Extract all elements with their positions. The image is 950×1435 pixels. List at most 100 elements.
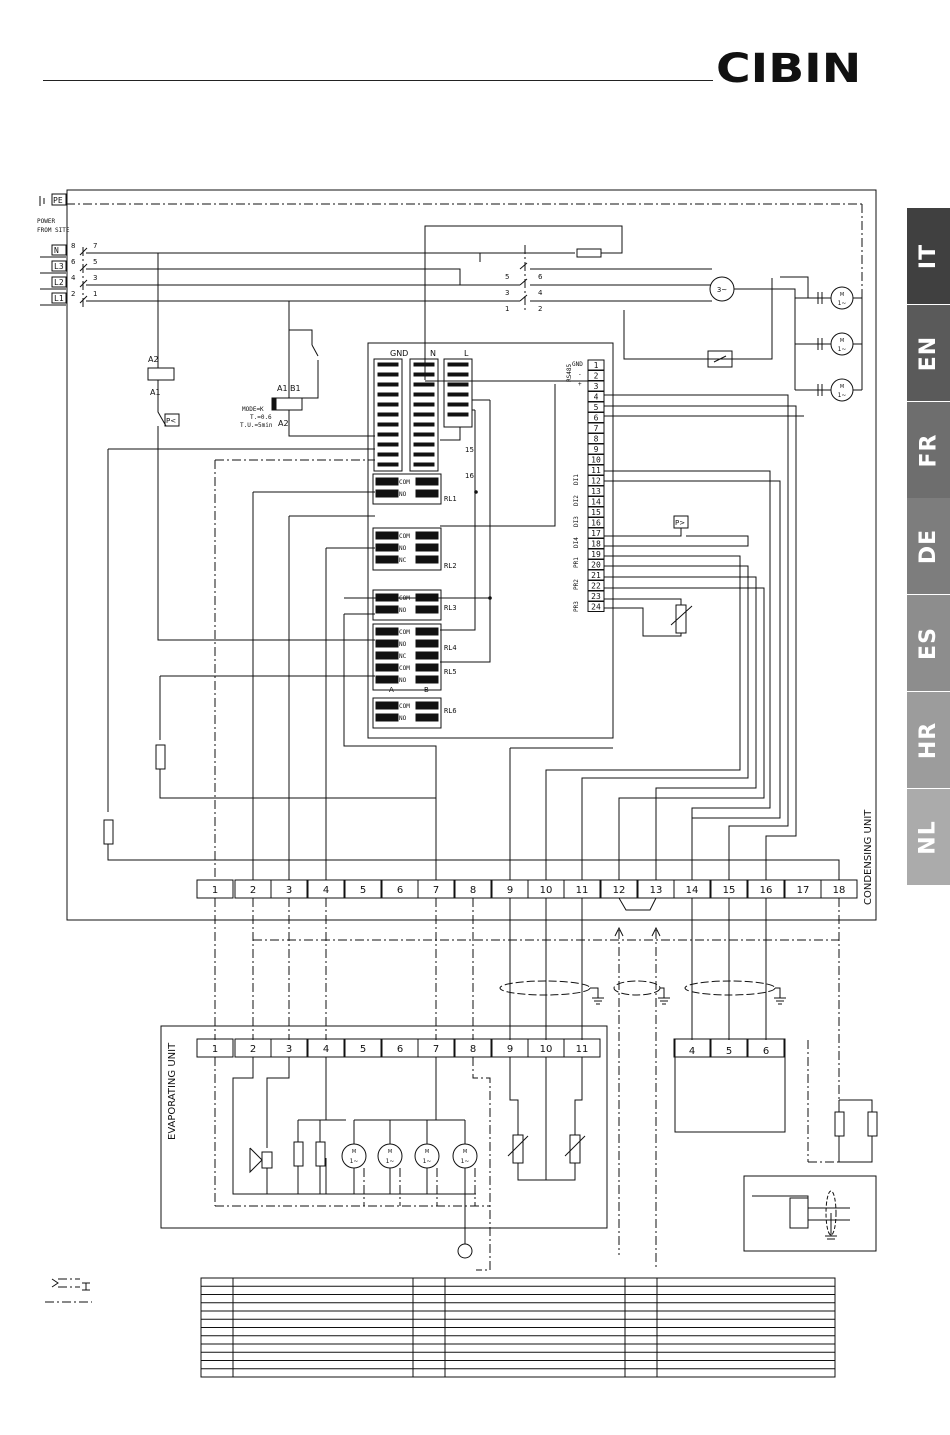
fan-label: 1~: [838, 300, 847, 307]
relay-contact-label: COM: [399, 595, 410, 602]
header-rule: [43, 80, 713, 81]
timer-a2-label: A2: [278, 419, 289, 428]
relay-pin: [415, 663, 439, 672]
wire: [440, 384, 556, 527]
relay-block: [372, 589, 442, 621]
relay-contact-label: NC: [399, 557, 407, 564]
sensor-arrow: [564, 1135, 586, 1157]
controller-terminal-number: 4: [594, 393, 599, 402]
contactor-number: 5: [505, 273, 509, 281]
relay-pin: [415, 543, 439, 552]
controller-terminal-number: 23: [591, 592, 601, 601]
sensor-arrow: [507, 1135, 529, 1157]
evaporating-terminal-number: 5: [360, 1044, 366, 1055]
bus-pin: [447, 362, 469, 367]
heater-2: [315, 1141, 326, 1167]
bus-pin: [413, 462, 435, 467]
wire: [651, 926, 661, 937]
evaporating-terminal-number: 11: [576, 1044, 589, 1055]
condensing-terminal: [710, 879, 748, 899]
fan-motor: [830, 378, 854, 402]
controller-terminal-number: 11: [591, 466, 601, 475]
evaporating-unit-label: EVAPORATING UNIT: [167, 1042, 178, 1140]
wire: [838, 1136, 873, 1163]
controller-n-header: N: [430, 349, 436, 358]
pole-number: 1: [93, 290, 97, 298]
bridge-number: 15: [465, 446, 474, 454]
overload-relay: [576, 248, 602, 258]
relay-pin: [415, 489, 439, 498]
wire: [159, 769, 437, 880]
remote-terminal-number: 6: [763, 1046, 769, 1057]
tab-en[interactable]: EN: [907, 305, 950, 401]
remote-terminal: [673, 1038, 711, 1058]
relay-pin: [415, 555, 439, 564]
wire: [86, 268, 520, 286]
fan-label: M: [840, 384, 844, 390]
controller-gnd-header: GND: [390, 349, 408, 358]
bus-pin: [413, 422, 435, 427]
rs485-minus: -: [578, 371, 582, 378]
relay-pin: [415, 639, 439, 648]
tab-nl[interactable]: NL: [907, 789, 950, 885]
room-sensor: [512, 1134, 524, 1164]
ab-label: B: [424, 686, 429, 694]
relay-pin: [415, 675, 439, 684]
tab-de[interactable]: DE: [907, 498, 950, 594]
evaporating-terminal-number: 4: [323, 1044, 329, 1055]
bus-pin: [413, 442, 435, 447]
contactor-number: 3: [505, 289, 509, 297]
shield-connector: [789, 1197, 809, 1229]
relay-label: RL5: [444, 668, 457, 676]
pr-label: PR1: [573, 557, 580, 568]
wire: [604, 394, 789, 880]
condensing-unit-label: CONDENSING UNIT: [863, 809, 874, 905]
condensing-terminal-number: 18: [833, 885, 846, 896]
wire: [604, 598, 682, 605]
fan-label: 1~: [386, 1158, 395, 1165]
gnd-bus: [373, 358, 403, 472]
evaporating-terminal: [270, 1038, 308, 1058]
controller-terminal-number: 9: [594, 445, 599, 454]
tab-hr[interactable]: HR: [907, 692, 950, 788]
wire: [288, 410, 375, 437]
controller-terminal-number: 2: [594, 372, 599, 381]
controller-terminal-number: 7: [594, 424, 599, 433]
condensing-terminal: [563, 879, 601, 899]
relay-pin: [375, 531, 399, 540]
wire: [157, 380, 167, 427]
wire: [604, 480, 781, 819]
controller-board: [367, 342, 614, 739]
wire: [734, 288, 796, 390]
relay-pin: [375, 701, 399, 710]
contactor-pole: [519, 294, 528, 302]
supply-line-label: L3: [54, 262, 64, 271]
alarm-lamp: [457, 1243, 473, 1259]
shield-detail: [743, 1175, 877, 1252]
remote-terminal-number: 5: [726, 1046, 732, 1057]
wire: [51, 1278, 59, 1288]
condensing-terminal: [417, 879, 455, 899]
bus-pin: [413, 372, 435, 377]
wire: [780, 276, 809, 298]
relay-contact-label: COM: [399, 665, 410, 672]
controller-l-header: L: [464, 349, 469, 358]
wire: [839, 1099, 873, 1112]
condensing-terminal-number: 9: [507, 885, 513, 896]
supply-line-label: L2: [54, 278, 64, 287]
tab-it[interactable]: IT: [907, 208, 950, 304]
wire: [343, 614, 437, 880]
evaporating-terminal-number: 3: [286, 1044, 292, 1055]
fan-label: 1~: [838, 346, 847, 353]
wire: [440, 400, 491, 663]
pole-number: 6: [71, 258, 76, 266]
tab-fr[interactable]: FR: [907, 402, 950, 498]
fan-label: 1~: [461, 1158, 470, 1165]
contactor-number: 4: [538, 289, 543, 297]
a1-label: A1: [150, 388, 161, 397]
relay-contact-label: NO: [399, 641, 407, 648]
tab-es[interactable]: ES: [907, 595, 950, 691]
condensing-terminal: [270, 879, 308, 899]
relay-pin: [375, 627, 399, 636]
wire: [604, 405, 797, 880]
